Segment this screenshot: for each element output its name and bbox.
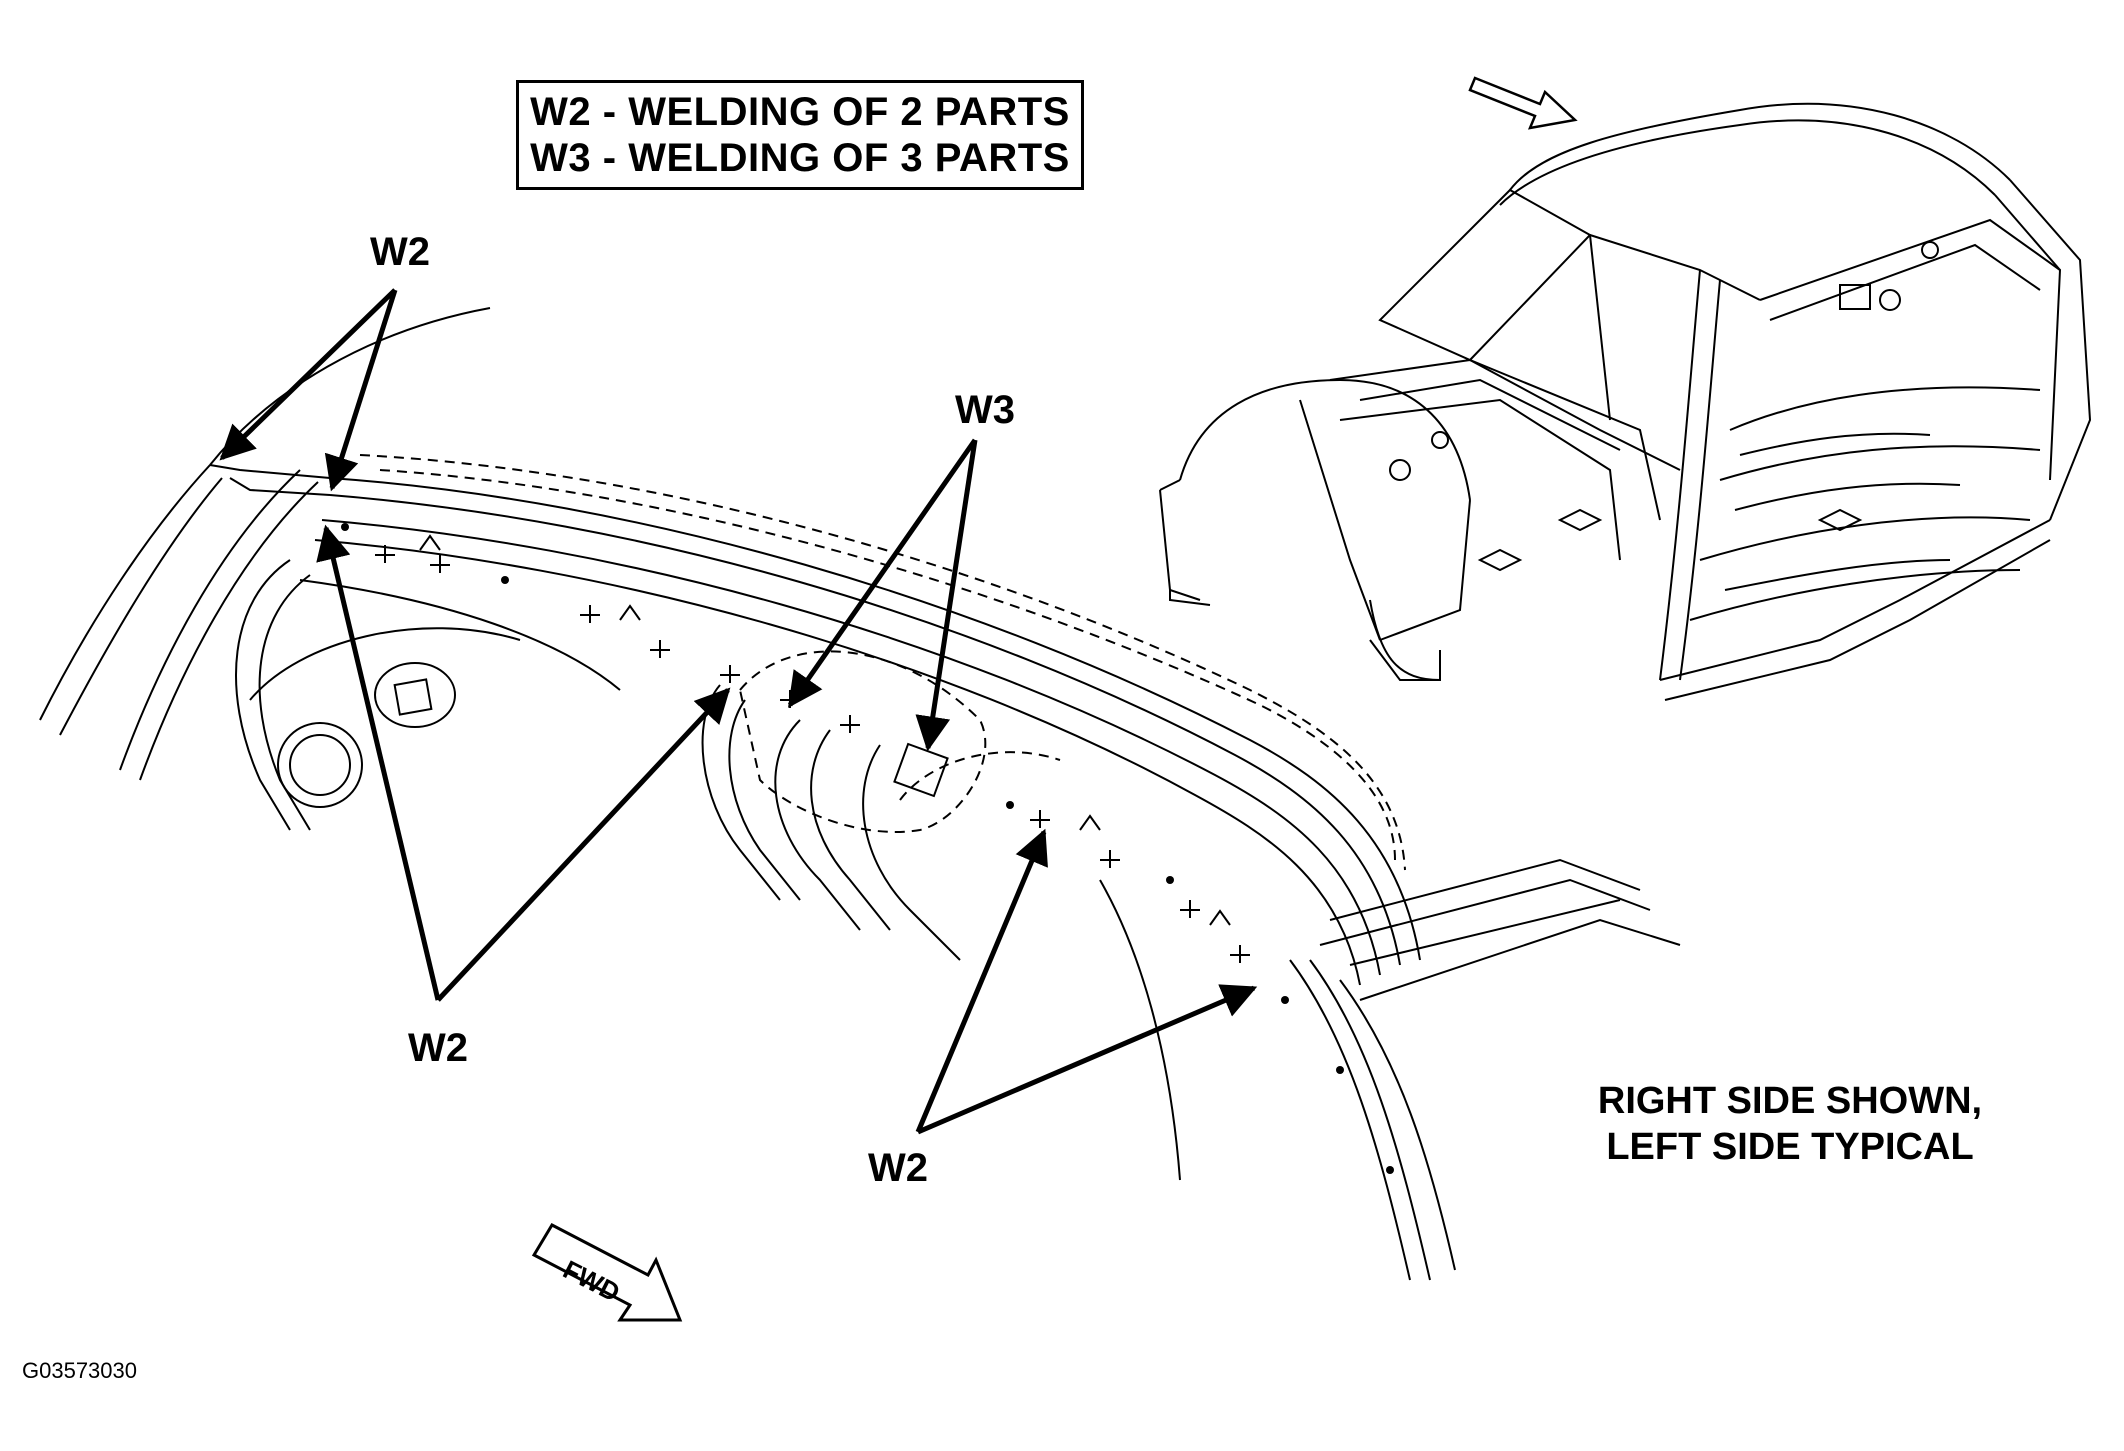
legend-w3-line: W3 - WELDING OF 3 PARTS (530, 136, 1070, 180)
label-w2-bottom-right: W2 (868, 1146, 928, 1190)
side-note: RIGHT SIDE SHOWN, LEFT SIDE TYPICAL (1560, 1078, 2020, 1170)
label-w2-bottom-left: W2 (408, 1026, 468, 1070)
leader-w2-bottom-right-b (917, 984, 1258, 1135)
label-w3-center: W3 (955, 388, 1015, 432)
leader-w2-bottom-left-a (316, 524, 441, 1001)
legend-w2-line: W2 - WELDING OF 2 PARTS (530, 90, 1070, 134)
leader-w2-top-left-a (219, 288, 397, 461)
leader-w2-bottom-right-a (915, 828, 1048, 1133)
side-note-line-2: LEFT SIDE TYPICAL (1606, 1126, 1974, 1168)
label-w2-top-left: W2 (370, 230, 430, 274)
inset-forward-arrow-icon (1468, 76, 1578, 130)
roof-rail-detail (39, 307, 1681, 1281)
side-note-line-1: RIGHT SIDE SHOWN, (1597, 1080, 1983, 1122)
leader-lines (219, 288, 1258, 1135)
fwd-arrow-icon: FWD (531, 1223, 683, 1322)
cab-inset-illustration (1159, 102, 2092, 701)
figure-code: G03573030 (22, 1358, 137, 1383)
weld-legend-box: W2 - WELDING OF 2 PARTS W3 - WELDING OF … (516, 80, 1084, 190)
leader-w3-a (787, 438, 978, 708)
leader-w2-bottom-left-b (436, 687, 731, 1002)
leader-w3-b (915, 439, 978, 752)
leader-w2-top-left-b (324, 289, 398, 492)
